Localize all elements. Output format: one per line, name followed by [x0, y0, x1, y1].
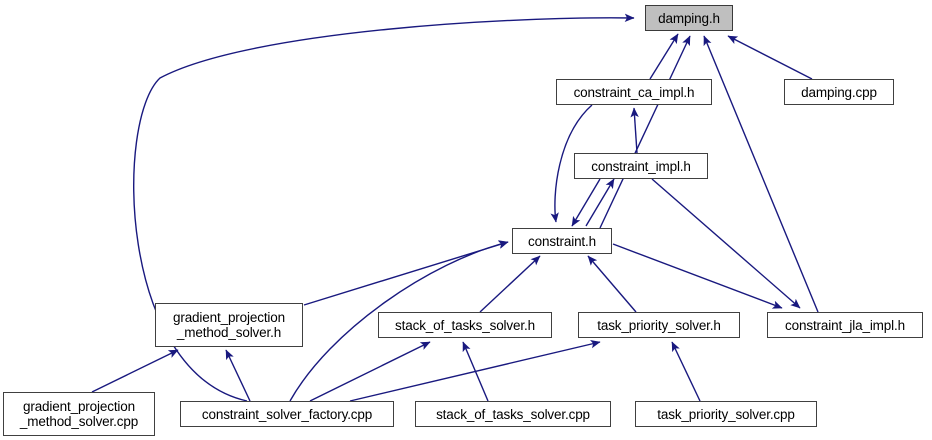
- graph-node-constraint-jla-impl-h[interactable]: constraint_jla_impl.h: [767, 312, 923, 338]
- graph-node-label: stack_of_tasks_solver.cpp: [436, 406, 590, 422]
- graph-node-label: constraint_solver_factory.cpp: [201, 406, 373, 422]
- graph-node-constraint-factory-cpp[interactable]: constraint_solver_factory.cpp: [180, 401, 394, 427]
- graph-edge: [585, 178, 615, 227]
- graph-node-label: damping.h: [658, 10, 720, 26]
- graph-node-label: damping.cpp: [801, 84, 877, 100]
- graph-edge: [479, 255, 541, 313]
- graph-node-label: gradient_projection _method_solver.h: [173, 310, 285, 340]
- graph-edge: [649, 33, 679, 80]
- graph-node-label: constraint_ca_impl.h: [573, 84, 695, 100]
- graph-node-label: stack_of_tasks_solver.h: [395, 317, 535, 333]
- graph-node-label: task_priority_solver.cpp: [657, 406, 795, 422]
- graph-edge: [303, 240, 509, 306]
- graph-edge: [571, 178, 601, 227]
- graph-edge: [349, 340, 601, 402]
- graph-node-task-priority-cpp[interactable]: task_priority_solver.cpp: [635, 401, 817, 427]
- graph-node-label: constraint_jla_impl.h: [785, 317, 905, 333]
- graph-node-constraint-impl-h[interactable]: constraint_impl.h: [574, 153, 708, 179]
- graph-edge: [630, 107, 639, 154]
- graph-node-damping-cpp[interactable]: damping.cpp: [784, 79, 894, 105]
- graph-node-constraint-h[interactable]: constraint.h: [512, 228, 612, 254]
- graph-edge: [587, 255, 637, 313]
- graph-edge: [91, 349, 179, 393]
- graph-node-label: constraint_impl.h: [591, 158, 691, 174]
- graph-edge: [599, 35, 691, 229]
- graph-node-gpms-cpp[interactable]: gradient_projection _method_solver.cpp: [3, 392, 155, 436]
- graph-edge: [309, 341, 431, 402]
- graph-edge: [651, 178, 801, 309]
- graph-node-damping-h[interactable]: damping.h: [645, 5, 733, 31]
- graph-node-constraint-ca-impl-h[interactable]: constraint_ca_impl.h: [556, 79, 712, 105]
- graph-node-stack-of-tasks-cpp[interactable]: stack_of_tasks_solver.cpp: [415, 401, 611, 427]
- graph-edge: [703, 35, 819, 313]
- graph-node-label: gradient_projection _method_solver.cpp: [19, 399, 139, 429]
- graph-edge: [462, 341, 489, 402]
- graph-node-label: task_priority_solver.h: [597, 317, 721, 333]
- graph-node-stack-of-tasks-h[interactable]: stack_of_tasks_solver.h: [378, 312, 552, 338]
- graph-node-task-priority-h[interactable]: task_priority_solver.h: [578, 312, 740, 338]
- graph-edge: [671, 341, 701, 402]
- graph-edge: [225, 349, 251, 402]
- graph-node-gpms-h[interactable]: gradient_projection _method_solver.h: [155, 303, 303, 347]
- graph-edge: [612, 243, 783, 309]
- graph-node-label: constraint.h: [528, 233, 596, 249]
- graph-edge: [727, 35, 813, 80]
